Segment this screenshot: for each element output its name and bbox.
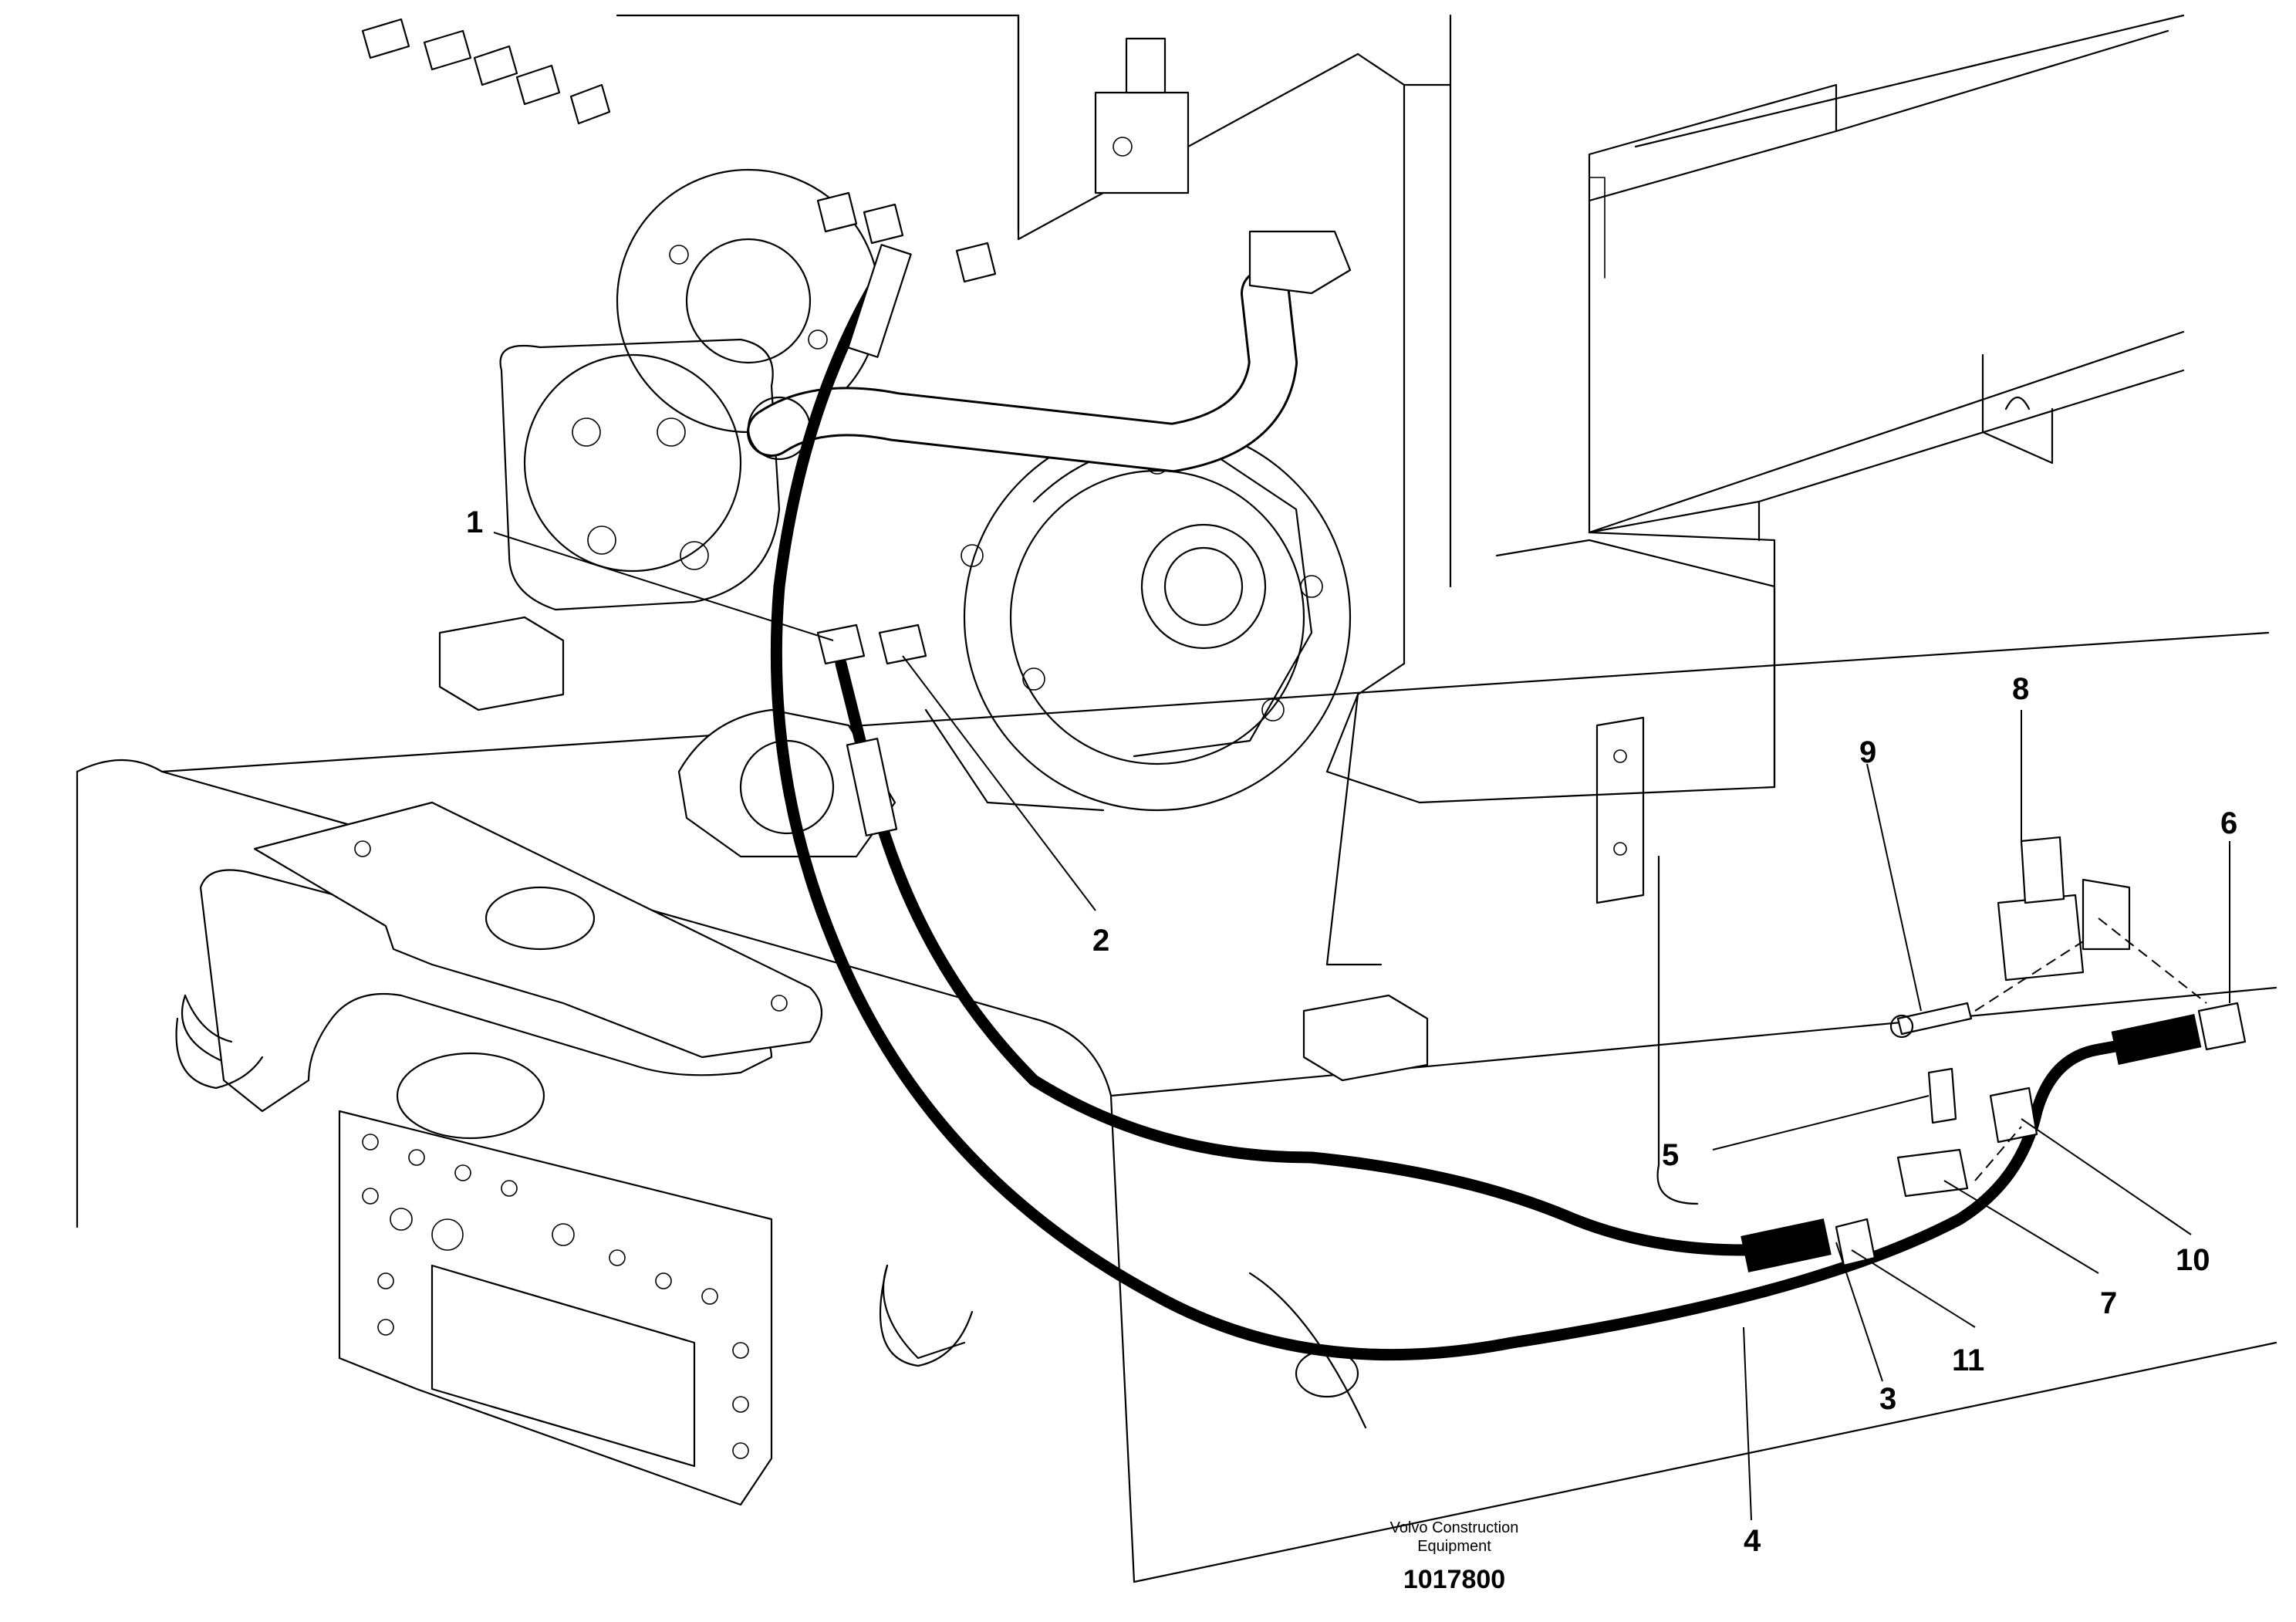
drawing-id: 1017800 [1403, 1565, 1505, 1594]
callout-6: 6 [2220, 806, 2237, 840]
leader-11 [1851, 1249, 1976, 1328]
callout-11: 11 [1952, 1343, 1984, 1377]
callout-8: 8 [2012, 672, 2029, 706]
leader-2 [902, 655, 1096, 911]
callout-4: 4 [1744, 1524, 1761, 1558]
leader-1 [493, 532, 834, 641]
callout-5: 5 [1662, 1138, 1679, 1172]
fittings-detail [816, 623, 2247, 1267]
machine-frame [76, 14, 2277, 1583]
fitting-row-top [361, 18, 997, 283]
leader-3 [1835, 1242, 1883, 1382]
brand-line-1: Volvo Construction [1390, 1519, 1519, 1536]
callout-10: 10 [2176, 1243, 2210, 1277]
callout-7: 7 [2100, 1286, 2117, 1320]
leader-lines [493, 532, 2230, 1521]
leader-7 [1943, 1180, 2099, 1274]
callout-1: 1 [466, 505, 483, 539]
perforated-plate [338, 1110, 773, 1506]
callout-3: 3 [1879, 1382, 1896, 1416]
drawing-footer: Volvo Construction Equipment 1017800 [1390, 1519, 1519, 1594]
leader-5 [1712, 1095, 1930, 1151]
leader-10 [2021, 1118, 2192, 1235]
bracket-plate [184, 801, 823, 1140]
pump-housing [499, 168, 1352, 858]
plate-holes [362, 1134, 749, 1459]
callout-labels: 1 2 3 4 5 6 7 8 9 10 11 [466, 505, 2237, 1558]
lifting-hooks [175, 1017, 974, 1367]
leader-9 [1866, 763, 1922, 1012]
leader-4 [1743, 1326, 1752, 1521]
top-valve [1094, 37, 1190, 194]
callout-9: 9 [1859, 735, 1876, 769]
callout-2: 2 [1092, 924, 1109, 958]
upper-hose [747, 230, 1352, 473]
brand-line-2: Equipment [1417, 1538, 1491, 1555]
